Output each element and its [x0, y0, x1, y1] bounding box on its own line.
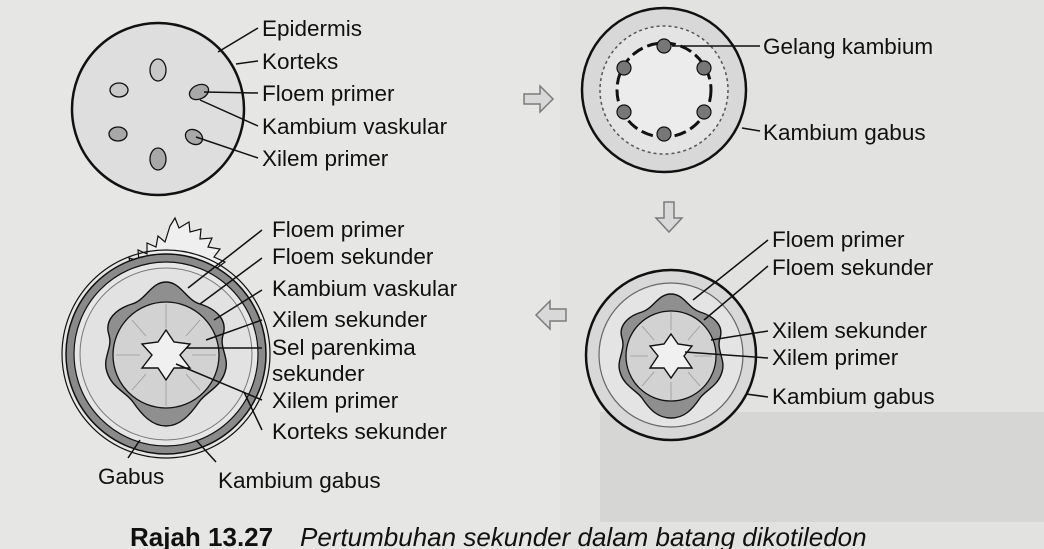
cambium-ring	[615, 41, 713, 139]
xylem-star-4	[140, 328, 192, 382]
stem-1-epidermis	[70, 21, 246, 197]
label-korteks-sekunder-4: Korteks sekunder	[272, 419, 448, 444]
label-kambium-gabus-2: Kambium gabus	[763, 120, 926, 145]
label-gelang-kambium: Gelang kambium	[763, 34, 933, 59]
label-kambium-vaskular-4: Kambium vaskular	[272, 276, 458, 301]
caption-number: Rajah 13.27	[130, 522, 273, 549]
arrow-right-icon	[523, 84, 555, 114]
stage-1-young-stem: Epidermis Korteks Floem primer Kambium v…	[70, 16, 448, 197]
stage-1-leaders	[195, 27, 259, 159]
label-floem-primer-4: Floem primer	[272, 217, 405, 242]
stage-3-stem: Floem primer Floem sekunder Xilem sekund…	[584, 227, 935, 442]
xylem-star-3	[648, 332, 694, 380]
label-floem-primer-3: Floem primer	[772, 227, 905, 252]
figure-caption: Rajah 13.27 Pertumbuhan sekunder dalam b…	[130, 522, 867, 549]
label-sel-parenkima-4: Sel parenkima	[272, 335, 416, 360]
label-gabus: Gabus	[98, 464, 164, 489]
label-floem-sekunder-4: Floem sekunder	[272, 244, 434, 269]
label-kambium-gabus-3: Kambium gabus	[772, 384, 935, 409]
label-xilem-sekunder-3: Xilem sekunder	[772, 318, 928, 343]
label-xilem-primer-3: Xilem primer	[772, 345, 899, 370]
label-floem-primer-1: Floem primer	[262, 81, 395, 106]
label-korteks: Korteks	[262, 49, 338, 74]
bundles-2	[616, 38, 712, 142]
label-xilem-primer-4: Xilem primer	[272, 388, 399, 413]
caption-text: Pertumbuhan sekunder dalam batang dikoti…	[300, 522, 867, 549]
label-xilem-sekunder-4: Xilem sekunder	[272, 307, 428, 332]
vascular-bundles	[108, 58, 210, 171]
stage-2-cambium-ring: Gelang kambium Kambium gabus	[580, 6, 933, 174]
label-xilem-primer-1: Xilem primer	[262, 146, 389, 171]
label-floem-sekunder-3: Floem sekunder	[772, 255, 934, 280]
arrow-down-icon	[654, 201, 684, 234]
label-epidermis: Epidermis	[262, 16, 362, 41]
label-kambium-vaskular-1: Kambium vaskular	[262, 114, 448, 139]
label-sel-parenkima-sekunder-4: sekunder	[272, 361, 365, 386]
stage-4-mature-stem: Floem primer Floem sekunder Kambium vask…	[61, 216, 458, 493]
arrow-left-icon	[534, 299, 567, 331]
label-kambium-gabus-4: Kambium gabus	[218, 468, 381, 493]
